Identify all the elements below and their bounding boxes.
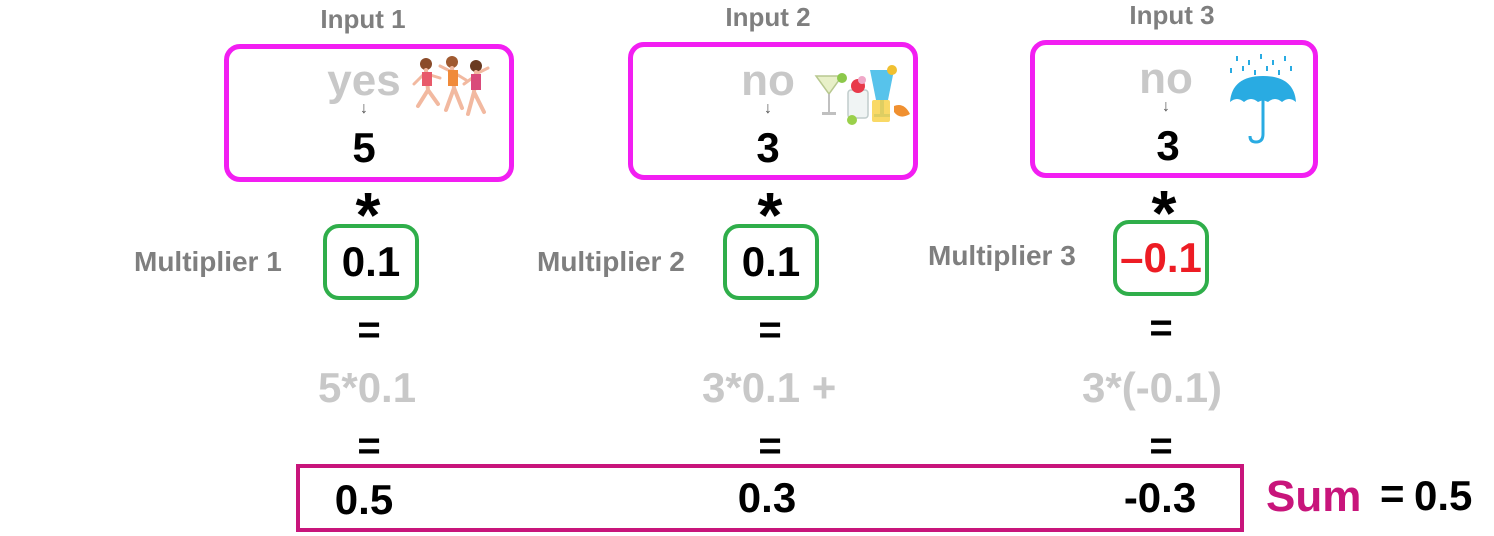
equals-2a: = [758,308,782,352]
multiplier-1-label: Multiplier 1 [134,246,282,277]
multiplier-1-box: 0.1 [323,224,419,300]
equals-1a: = [357,308,381,352]
umbrella-rain-icon [1230,54,1296,144]
expression-3: 3*(-0.1) [1082,364,1223,411]
input-2-arrow: ↓ [764,100,772,117]
input-2-answer: no [741,56,795,105]
input-3-arrow: ↓ [1162,98,1170,115]
equals-3a: = [1149,306,1173,350]
multiplier-3-box: –0.1 [1113,220,1209,296]
multiplier-2-label: Multiplier 2 [537,246,685,277]
input-3-box [1030,40,1318,178]
input-1-title: Input 1 [320,4,406,34]
operator-star-2: * [757,179,783,251]
equals-1b: = [357,424,381,468]
expression-2: 3*0.1 + [702,364,837,411]
result-1: 0.5 [334,476,394,523]
input-2-value: 3 [756,124,780,171]
equals-2b: = [758,424,782,468]
sum-equals: = [1380,470,1405,517]
dancing-people-icon [412,56,490,116]
input-1-value: 5 [352,124,376,171]
input-1-box [224,44,514,182]
sum-value: 0.5 [1414,472,1473,519]
expression-1: 5*0.1 [318,364,417,411]
results-box [296,464,1244,532]
result-3: -0.3 [1123,474,1197,521]
input-1-answer: yes [327,56,401,105]
input-2-title: Input 2 [725,2,811,32]
sum-label: Sum [1266,472,1362,521]
operator-star-1: * [355,179,381,251]
input-1-arrow: ↓ [360,100,368,117]
input-3-answer: no [1139,54,1193,103]
input-2-box [628,42,918,180]
input-3-value: 3 [1156,122,1180,169]
multiplier-2-box: 0.1 [723,224,819,300]
cocktails-icon [814,65,910,125]
equals-3b: = [1149,424,1173,468]
input-3-title: Input 3 [1129,0,1215,30]
operator-star-3: * [1151,177,1177,249]
result-2: 0.3 [737,474,797,521]
multiplier-3-label: Multiplier 3 [928,240,1076,271]
